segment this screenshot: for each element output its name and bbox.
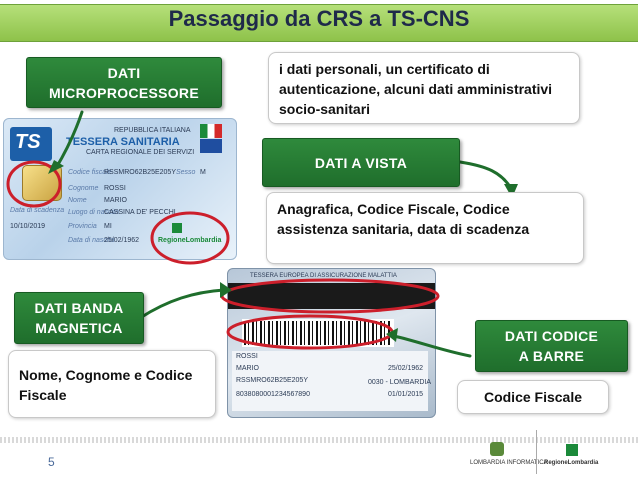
page-title: Passaggio da CRS a TS-CNS bbox=[168, 6, 470, 31]
back-right-2: 0030 - LOMBARDIA bbox=[368, 379, 432, 386]
arrow-microprocessore bbox=[54, 110, 84, 170]
title-bar bbox=[0, 4, 638, 42]
cognome-value: ROSSI bbox=[104, 185, 126, 192]
nome-value: MARIO bbox=[104, 197, 127, 204]
footer-divider bbox=[0, 437, 638, 443]
back-row-4: 8038080001234567890 bbox=[236, 391, 310, 398]
label-banda-magnetica: DATI BANDA MAGNETICA bbox=[14, 292, 144, 344]
ts-logo bbox=[10, 127, 52, 161]
back-right-3: 01/01/2015 bbox=[388, 391, 424, 398]
italy-flag bbox=[200, 124, 222, 138]
label-a-vista: DATI A VISTA bbox=[262, 138, 460, 187]
tessera-sanitaria-back: TESSERA EUROPEA DI ASSICURAZIONE MALATTI… bbox=[227, 268, 436, 418]
stripe-highlight bbox=[220, 278, 440, 314]
regione-highlight bbox=[150, 211, 230, 265]
provincia-value: MI bbox=[104, 223, 112, 230]
arrow-banda bbox=[138, 288, 226, 320]
back-right-1: 25/02/1962 bbox=[388, 365, 424, 372]
sesso-label: Sesso bbox=[176, 169, 196, 176]
barcode-highlight bbox=[226, 314, 394, 350]
regione-lombardia-footer-label: RegioneLombardia bbox=[544, 460, 599, 466]
regione-lombardia-footer-logo bbox=[566, 444, 578, 456]
magnetic-stripe bbox=[228, 283, 435, 309]
back-row-2: MARIO bbox=[236, 365, 259, 372]
desc-banda-magnetica: Nome, Cognome e Codice Fiscale bbox=[8, 350, 216, 418]
footer-logo-divider bbox=[536, 430, 537, 474]
back-row-1: ROSSI bbox=[236, 353, 258, 360]
tessera-sanitaria-front: TS REPUBBLICA ITALIANA TESSERA SANITARIA… bbox=[3, 118, 237, 260]
nome-label: Nome bbox=[68, 197, 87, 204]
card-header-1: REPUBBLICA ITALIANA bbox=[114, 127, 191, 134]
arrow-codice-barre bbox=[392, 334, 472, 358]
desc-codice-barre: Codice Fiscale bbox=[457, 380, 609, 414]
codice-label: Codice fiscale bbox=[68, 169, 112, 176]
arrow-a-vista bbox=[458, 160, 514, 192]
datan-value: 25/02/1962 bbox=[104, 237, 140, 244]
arrowhead-a-vista bbox=[504, 184, 518, 198]
lombardia-informatica-label: LOMBARDIA INFORMATICA bbox=[470, 460, 548, 466]
luogo-label: Luogo di nascita bbox=[68, 209, 119, 216]
lombardia-informatica-logo bbox=[490, 442, 504, 456]
page-number: 5 bbox=[48, 455, 55, 469]
scadenza-label: Data di scadenza bbox=[10, 207, 65, 214]
ts-logo-text: TS bbox=[15, 131, 41, 153]
back-fields bbox=[232, 351, 428, 411]
desc-a-vista: Anagrafica, Codice Fiscale, Codice assis… bbox=[266, 192, 584, 264]
arrowhead-microprocessore bbox=[48, 160, 64, 174]
card-header-2: TESSERA SANITARIA bbox=[66, 136, 180, 148]
label-codice-barre: DATI CODICE A BARRE bbox=[475, 320, 628, 372]
back-row-3: RSSMRO62B25E205Y bbox=[236, 377, 308, 384]
scadenza-value: 10/10/2019 bbox=[10, 223, 46, 230]
back-header: TESSERA EUROPEA DI ASSICURAZIONE MALATTI… bbox=[250, 273, 397, 279]
datan-label: Data di nascita bbox=[68, 237, 115, 244]
arrowhead-banda bbox=[220, 282, 232, 298]
chip-highlight bbox=[6, 160, 62, 208]
arrowhead-codice-barre bbox=[386, 328, 398, 342]
luogo-value: CASSINA DE' PECCHI bbox=[104, 209, 176, 216]
sesso-value: M bbox=[200, 169, 206, 176]
regione-lombardia-logo bbox=[172, 223, 182, 233]
provincia-label: Provincia bbox=[68, 223, 97, 230]
desc-microprocessore: i dati personali, un certificato di aute… bbox=[268, 52, 580, 124]
codice-value: RSSMRO62B25E205Y bbox=[104, 169, 176, 176]
label-microprocessore: DATI MICROPROCESSORE bbox=[26, 57, 222, 108]
eu-flag bbox=[200, 139, 222, 153]
regione-lombardia-label: RegioneLombardia bbox=[158, 237, 222, 244]
cognome-label: Cognome bbox=[68, 185, 99, 192]
card-header-3: CARTA REGIONALE DEI SERVIZI bbox=[86, 149, 195, 156]
